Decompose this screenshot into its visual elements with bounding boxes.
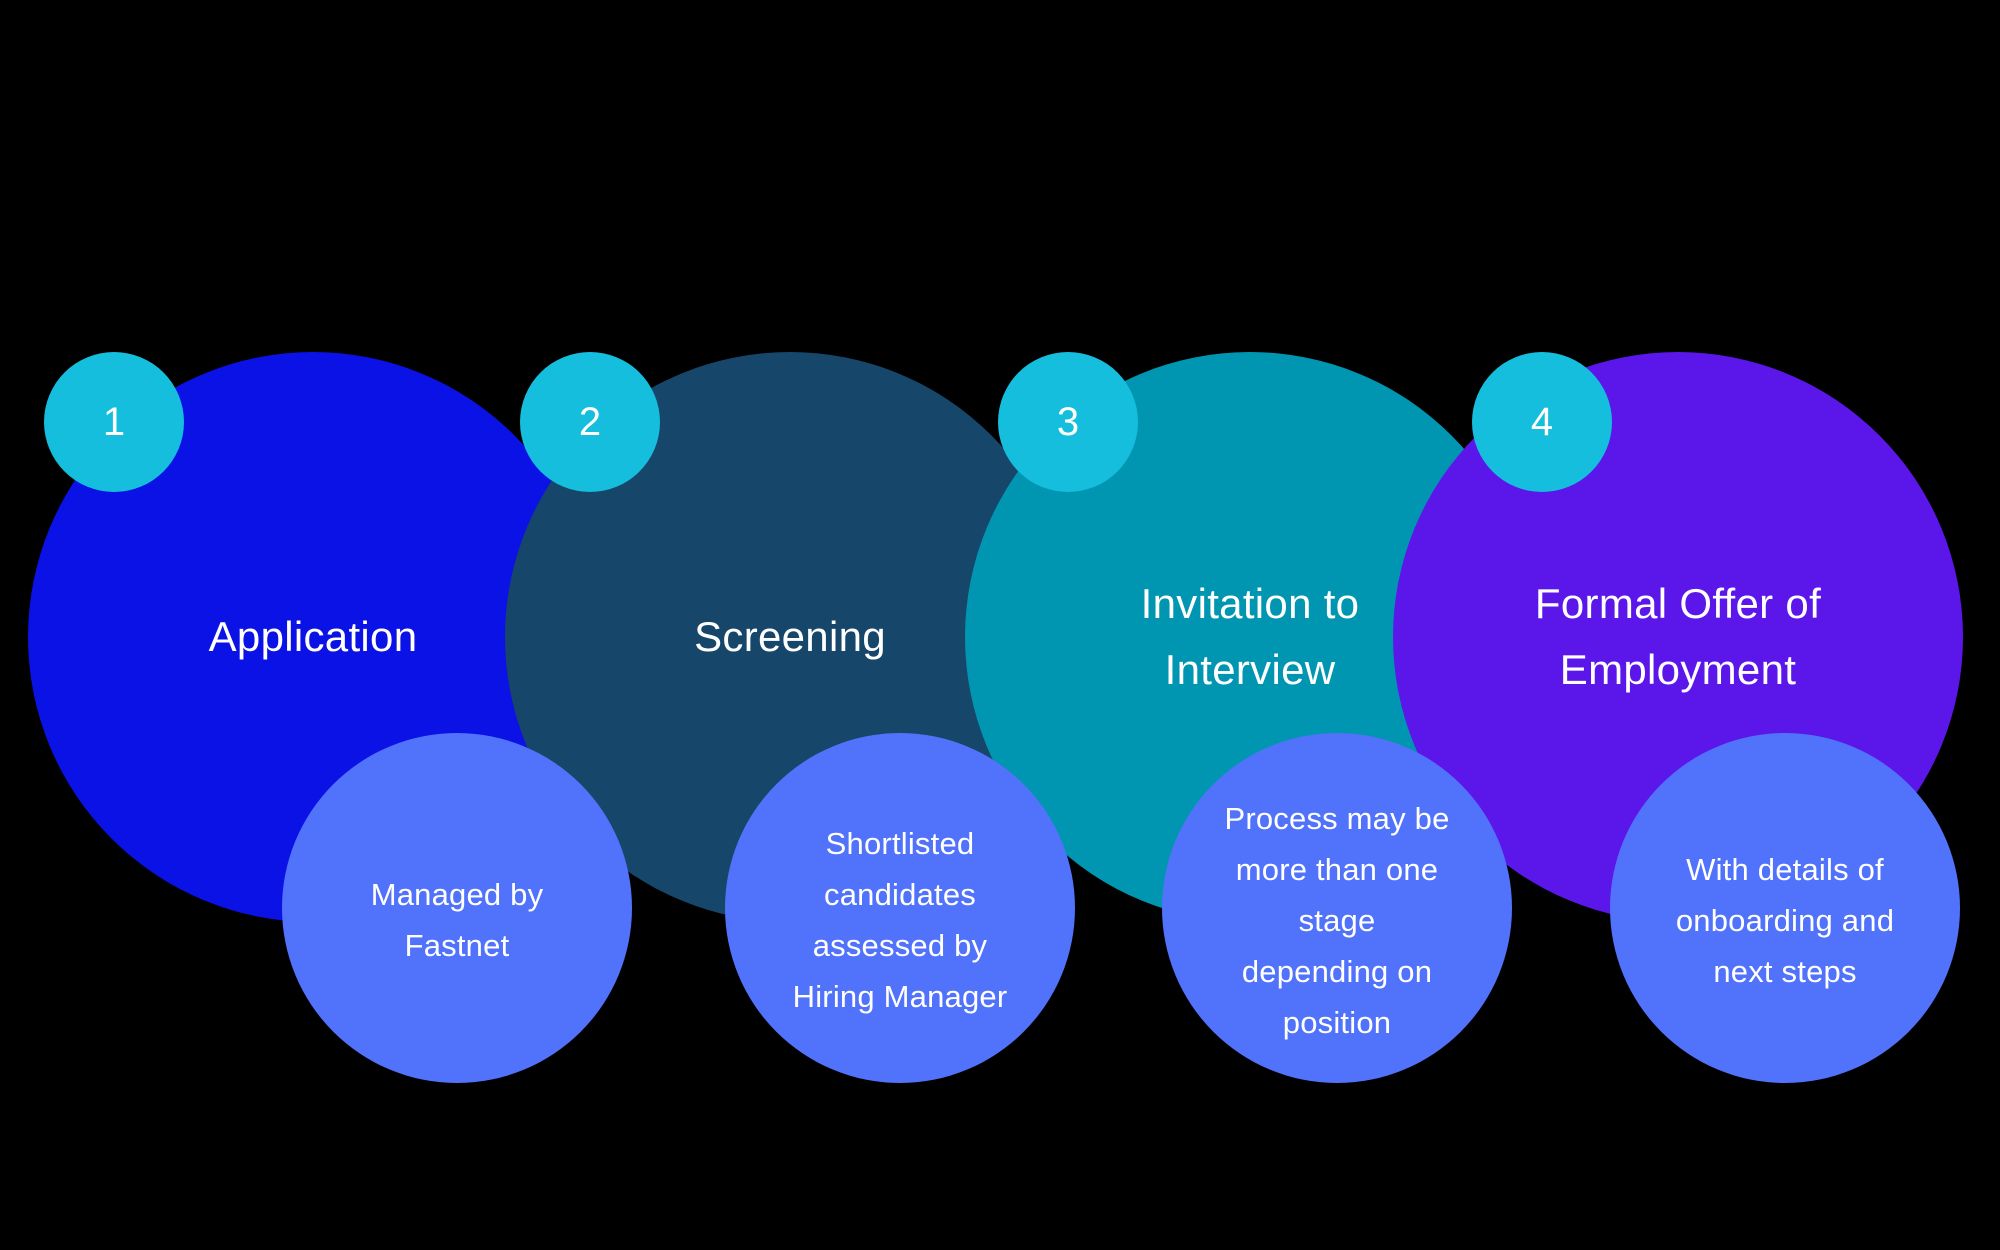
step-2-note: Shortlisted candidates assessed by Hirin… — [792, 826, 1008, 1014]
step-2-number: 2 — [578, 400, 602, 444]
step-2-title: Screening — [694, 613, 886, 660]
step-4-number-badge: 4 — [1472, 352, 1612, 492]
step-3-number: 3 — [1056, 400, 1080, 444]
step-1-note: Managed by Fastnet — [370, 877, 544, 963]
step-3-number-badge: 3 — [998, 352, 1138, 492]
step-4-title: Formal Offer of Employment — [1534, 580, 1822, 693]
step-3-title: Invitation to Interview — [1140, 580, 1360, 693]
step-4-number: 4 — [1530, 400, 1554, 444]
step-3-note: Process may be more than one stage depen… — [1224, 800, 1450, 1040]
step-4-note-circle: With details of onboarding and next step… — [1610, 733, 1960, 1083]
step-1-number: 1 — [102, 400, 126, 444]
step-2-note-circle: Shortlisted candidates assessed by Hirin… — [725, 733, 1075, 1083]
step-3-note-circle: Process may be more than one stage depen… — [1162, 733, 1512, 1083]
step-2-number-badge: 2 — [520, 352, 660, 492]
step-1-title: Application — [208, 613, 418, 660]
step-1-note-circle: Managed by Fastnet — [282, 733, 632, 1083]
step-4-note: With details of onboarding and next step… — [1675, 851, 1895, 989]
step-1-number-badge: 1 — [44, 352, 184, 492]
